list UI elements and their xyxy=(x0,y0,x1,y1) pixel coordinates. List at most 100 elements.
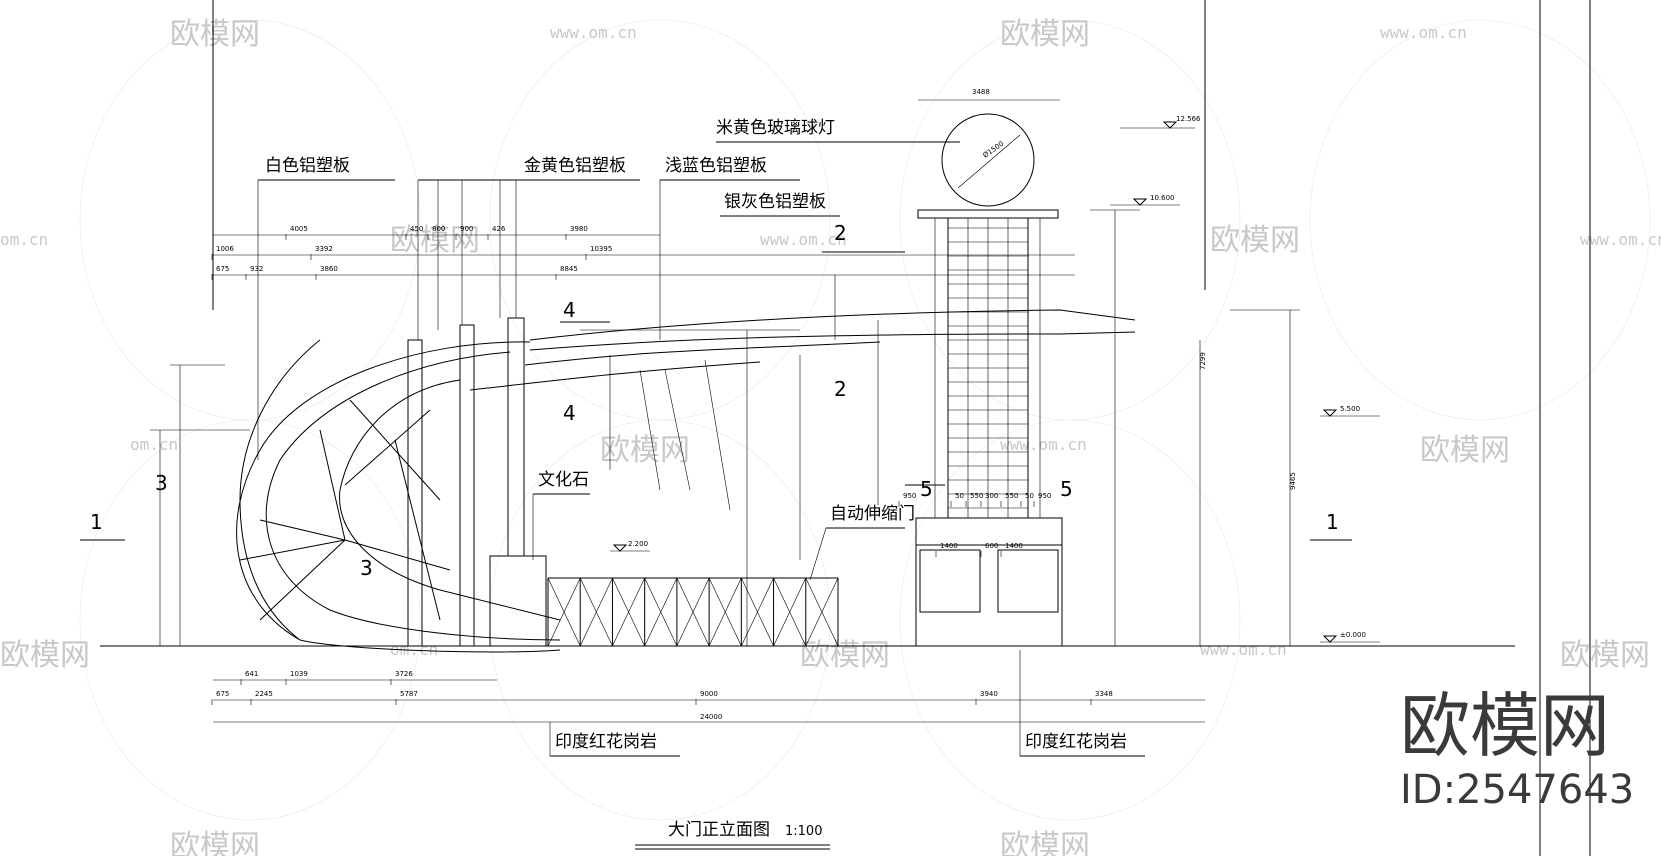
dimension-value: 3860 xyxy=(320,265,338,273)
watermark-url: www.om.cn xyxy=(1580,230,1661,249)
watermark-url: om.cn xyxy=(0,230,48,249)
glass-ball-lamp xyxy=(941,113,1035,207)
elev-gate: 2.200 xyxy=(628,540,648,548)
top-dimensions: 4005 450 800 900 426 3980 1006 3392 10395 675 93… xyxy=(211,225,1075,280)
dimension-value: 950 xyxy=(903,492,916,500)
watermark-brand: 欧模网 xyxy=(1210,223,1300,258)
section-mark-5-left: 5 xyxy=(920,477,933,501)
drawing-title-scale: 1:100 xyxy=(785,824,822,839)
drawing-title: 大门正立面图 1:100 xyxy=(635,820,830,850)
watermark-url: www.om.cn xyxy=(760,230,847,249)
dimension-value: 3980 xyxy=(570,225,588,233)
dimension-value: 1006 xyxy=(216,245,234,253)
dimension-value: 10395 xyxy=(590,245,612,253)
elev-lamp-base: 10.600 xyxy=(1150,194,1175,202)
dimension-value: 900 xyxy=(460,225,473,233)
dimension-value: 5787 xyxy=(400,690,418,698)
left-dimensions xyxy=(150,364,250,646)
watermark-url: om.cn xyxy=(390,640,438,659)
dimension-value: 1400 xyxy=(1005,542,1023,550)
watermark-brand: 欧模网 xyxy=(1000,17,1090,52)
watermark-brand: 欧模网 xyxy=(600,433,690,468)
watermark-brand: 欧模网 xyxy=(1420,433,1510,468)
dim-total: 24000 xyxy=(700,713,722,721)
dimension-value: 641 xyxy=(245,670,258,678)
drawing-title-name: 大门正立面图 xyxy=(668,820,770,840)
watermark-brand: 欧模网 xyxy=(170,829,260,856)
frame-lines xyxy=(212,0,1591,856)
canopy-beams xyxy=(469,275,1136,646)
dimension-value: 450 xyxy=(410,225,423,233)
dimension-value: 1400 xyxy=(940,542,958,550)
label-lightblue-panel: 浅蓝色铝塑板 xyxy=(665,156,767,176)
section-mark-4-top: 4 xyxy=(563,298,576,322)
dimension-value: 4005 xyxy=(290,225,308,233)
elev-top: 12.566 xyxy=(1176,115,1201,123)
dimension-value: 600 xyxy=(985,542,998,550)
dimension-value: 950 xyxy=(1038,492,1051,500)
dimension-value: 800 xyxy=(432,225,445,233)
section-mark-4-mid: 4 xyxy=(563,401,576,425)
section-mark-2-mid: 2 xyxy=(834,377,847,401)
watermark-brand: 欧模网 xyxy=(0,638,90,673)
dimension-value: 2245 xyxy=(255,690,273,698)
dimension-value: 675 xyxy=(216,265,229,273)
dimension-value: 550 xyxy=(1005,492,1018,500)
right-dimension: 9465 7299 xyxy=(1090,209,1300,646)
lamp-diameter: Ø1500 xyxy=(982,140,1006,160)
elevation-markers: 12.566 10.600 5.500 ±0.000 2.200 xyxy=(610,115,1380,643)
dimension-value: 3940 xyxy=(980,690,998,698)
watermark-url: www.om.cn xyxy=(1380,23,1467,42)
elev-ground: ±0.000 xyxy=(1340,631,1366,639)
label-silvergray-panel: 银灰色铝塑板 xyxy=(724,192,826,212)
gate-posts xyxy=(407,180,547,647)
right-total-dim: 9465 xyxy=(1289,472,1297,490)
label-auto-door: 自动伸缩门 xyxy=(830,504,915,524)
section-mark-2-top: 2 xyxy=(834,221,847,245)
watermark-url: om.cn xyxy=(130,435,178,454)
dimension-value: 1039 xyxy=(290,670,308,678)
id-watermark: ID:2547643 xyxy=(1400,767,1634,813)
curved-canopy xyxy=(236,339,561,653)
section-mark-3-left: 3 xyxy=(155,471,168,495)
watermark-brand: 欧模网 xyxy=(390,223,480,258)
label-granite-left: 印度红花岗岩 xyxy=(555,732,657,752)
label-white-panel: 白色铝塑板 xyxy=(265,156,350,176)
dimension-value: 675 xyxy=(216,690,229,698)
watermark-brand: 欧模网 xyxy=(800,638,890,673)
watermark-url: www.om.cn xyxy=(1200,640,1287,659)
watermark-brand: 欧模网 xyxy=(1000,829,1090,856)
telescopic-gate xyxy=(547,577,839,647)
dimension-value: 300 xyxy=(985,492,998,500)
dimension-value: 50 xyxy=(955,492,964,500)
dimension-value: 9000 xyxy=(700,690,718,698)
label-gold-panel: 金黄色铝塑板 xyxy=(524,156,626,176)
dimension-value: 8845 xyxy=(560,265,578,273)
section-mark-5-right: 5 xyxy=(1060,477,1073,501)
section-mark-3-inner: 3 xyxy=(360,556,373,580)
dimension-value: 550 xyxy=(970,492,983,500)
watermark-url: www.om.cn xyxy=(550,23,637,42)
dimension-value: 932 xyxy=(250,265,263,273)
dimension-value: 3726 xyxy=(395,670,413,678)
section-mark-1-right: 1 xyxy=(1326,510,1339,534)
watermark-layer: 欧模网 www.om.cn 欧模网 www.om.cn om.cn 欧模网 ww… xyxy=(0,17,1661,856)
section-marks: 1 1 2 2 4 4 3 3 5 5 xyxy=(80,221,1352,580)
label-culture-stone: 文化石 xyxy=(538,470,589,490)
material-labels: 白色铝塑板 金黄色铝塑板 浅蓝色铝塑板 银灰色铝塑板 米黄色玻璃球灯 文化石 自… xyxy=(257,118,1145,757)
section-mark-1-left: 1 xyxy=(90,510,103,534)
label-glass-lamp: 米黄色玻璃球灯 xyxy=(716,118,835,138)
dimension-value: 3392 xyxy=(315,245,333,253)
watermark-brand: 欧模网 xyxy=(1560,638,1650,673)
right-mid-dim: 7299 xyxy=(1199,352,1207,370)
brand-watermark: 欧模网 xyxy=(1400,685,1610,767)
watermark-url: www.om.cn xyxy=(1000,435,1087,454)
lamp-width-dim: 3488 xyxy=(972,88,990,96)
dimension-value: 50 xyxy=(1025,492,1034,500)
elev-mid: 5.500 xyxy=(1340,405,1360,413)
dimension-value: 426 xyxy=(492,225,506,233)
culture-stone-block xyxy=(489,555,547,647)
